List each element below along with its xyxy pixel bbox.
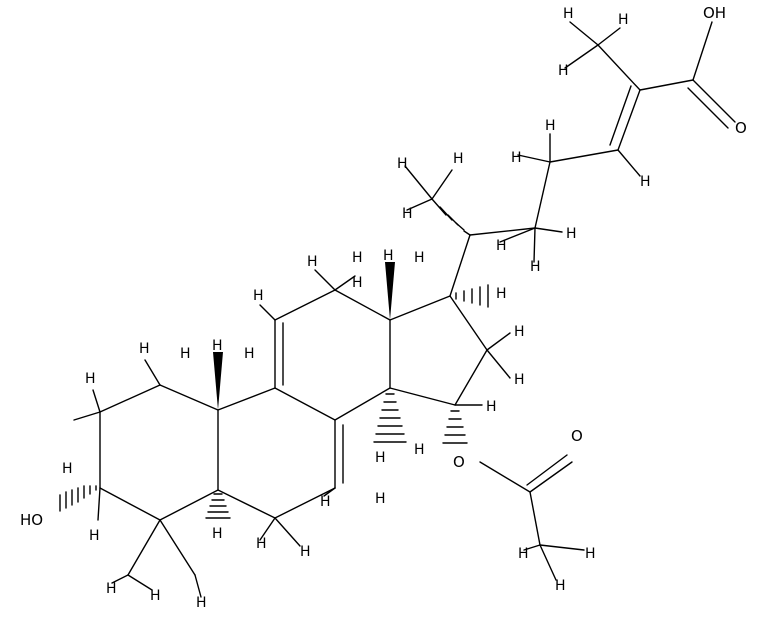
h-label: H <box>453 151 464 167</box>
h-label: H <box>545 118 556 134</box>
h-label: H <box>212 338 223 354</box>
h-label: H <box>555 578 566 594</box>
h-label: H <box>511 150 522 166</box>
h-label: H <box>640 174 651 190</box>
h-label: H <box>253 288 264 304</box>
atom-labels: HO O O O OH H H H H H H H H H H H H H H … <box>20 4 747 611</box>
h-label: H <box>106 581 117 597</box>
h-label: H <box>139 341 150 357</box>
h-label: H <box>307 254 318 270</box>
h-label: H <box>180 346 191 362</box>
h-label: H <box>89 528 100 544</box>
h-label: H <box>414 250 425 266</box>
gem-dimethyl <box>127 519 196 576</box>
h-label: H <box>558 63 569 79</box>
h-label: H <box>618 12 629 28</box>
h-label: H <box>563 6 574 22</box>
ring-b <box>217 387 344 519</box>
ring-a <box>99 384 219 521</box>
wedge-bonds <box>213 262 395 410</box>
h-label: H <box>320 494 331 510</box>
h-label: H <box>402 206 413 222</box>
carboxyl-carbonyl-oxygen-label: O <box>735 119 747 137</box>
h-label: H <box>85 371 96 387</box>
hydroxyl-label: HO <box>20 511 43 529</box>
h-label: H <box>196 595 207 611</box>
carbonyl-oxygen-label: O <box>571 427 583 445</box>
h-label: H <box>530 259 541 275</box>
hashed-bonds <box>59 198 489 519</box>
h-label: H <box>496 286 507 302</box>
h-label: H <box>150 588 161 604</box>
side-chain <box>449 21 736 297</box>
h-label: H <box>212 526 223 542</box>
h-label: H <box>486 399 497 415</box>
h-label: H <box>518 546 529 562</box>
hydrogen-bond-stubs <box>73 21 641 598</box>
acetate-group <box>479 454 573 546</box>
h-label: H <box>256 536 267 552</box>
ring-d <box>389 295 488 406</box>
carboxyl-oh-label: OH <box>703 4 726 22</box>
h-label: H <box>397 156 408 172</box>
h-label: H <box>375 450 386 466</box>
ester-oxygen-label: O <box>453 453 465 471</box>
h-label: H <box>566 226 577 242</box>
h-label: H <box>375 491 386 507</box>
h-label: H <box>352 250 363 266</box>
h-label: H <box>585 546 596 562</box>
h-label: H <box>244 346 255 362</box>
h-label: H <box>414 442 425 458</box>
h-label: H <box>62 461 73 477</box>
h-label: H <box>300 544 311 560</box>
h-label: H <box>514 324 525 340</box>
h-label: H <box>383 248 394 264</box>
ring-c <box>274 289 391 421</box>
h-label: H <box>496 238 507 254</box>
h-label: H <box>352 275 363 291</box>
h-label: H <box>514 372 525 388</box>
